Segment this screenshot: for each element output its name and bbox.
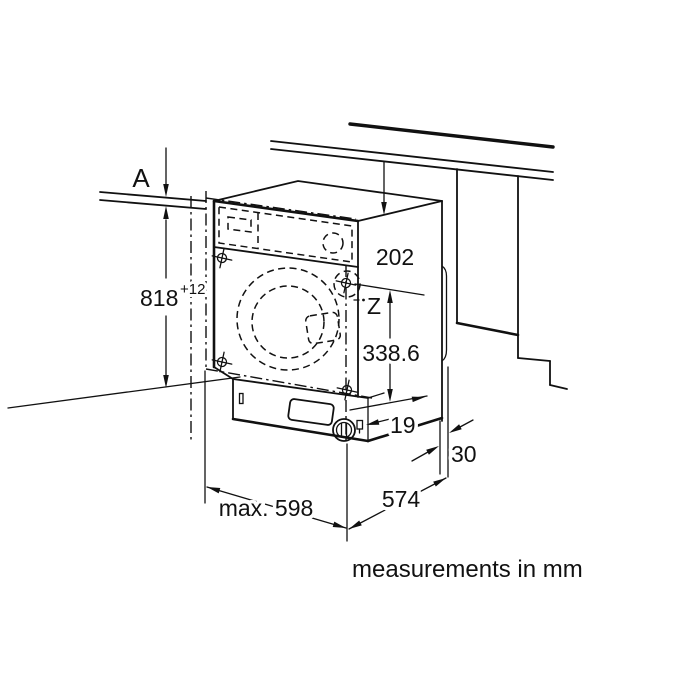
mounting-points: [211, 247, 361, 401]
plinth: [238, 392, 364, 442]
z-reference-label: Z: [367, 293, 381, 319]
plinth-recess: [287, 398, 335, 426]
plinth-slot: [238, 392, 244, 405]
dimension-top-clearance: 202: [372, 161, 418, 274]
floor-reference-line: [7, 376, 241, 409]
units-footnote: measurements in mm: [352, 556, 583, 583]
niche-gap-label: A: [132, 163, 150, 193]
mounting-crosshair: [211, 351, 233, 373]
rear-clearance-value: 30: [451, 441, 477, 467]
door-inner-circle: [251, 285, 325, 359]
depth-value: 574: [382, 486, 421, 512]
niche-height-value: 818: [140, 285, 178, 311]
dimension-plinth-offset: 19: [366, 409, 419, 442]
max-width-value: max. 598: [219, 495, 314, 521]
plinth-tab: [356, 419, 364, 430]
dimension-niche-height: 818 +12: [137, 219, 208, 388]
z-reference-circle: [333, 270, 361, 298]
niche-centerlines: [190, 191, 373, 443]
cabinet-side-panel: [455, 168, 568, 390]
top-clearance-value: 202: [376, 244, 414, 270]
mounting-crosshair: [211, 247, 233, 269]
plinth-offset-value: 19: [390, 412, 416, 438]
control-panel: [213, 206, 359, 268]
program-knob-dashed: [322, 232, 344, 254]
dimension-z-height: Z 338.6: [353, 290, 425, 403]
adjuster-knob: [332, 418, 356, 442]
dimension-max-width: max. 598: [206, 486, 347, 529]
z-height-value: 338.6: [362, 340, 420, 366]
door-handle: [304, 311, 342, 345]
dimension-a: A: [132, 147, 169, 219]
mounting-crosshair: [336, 379, 358, 401]
adjuster-knob-inner: [335, 421, 353, 439]
dimension-depth: 574: [348, 477, 447, 530]
display-window: [227, 216, 252, 233]
mounting-crosshair: [335, 272, 357, 294]
door-outer-circle: [236, 267, 340, 371]
dimension-rear-clearance: 30: [411, 419, 480, 471]
door: [236, 267, 342, 371]
appliance: [212, 180, 448, 443]
worktop: [99, 122, 555, 210]
extension-lines: [7, 283, 449, 542]
niche-height-tolerance: +12: [180, 281, 205, 298]
